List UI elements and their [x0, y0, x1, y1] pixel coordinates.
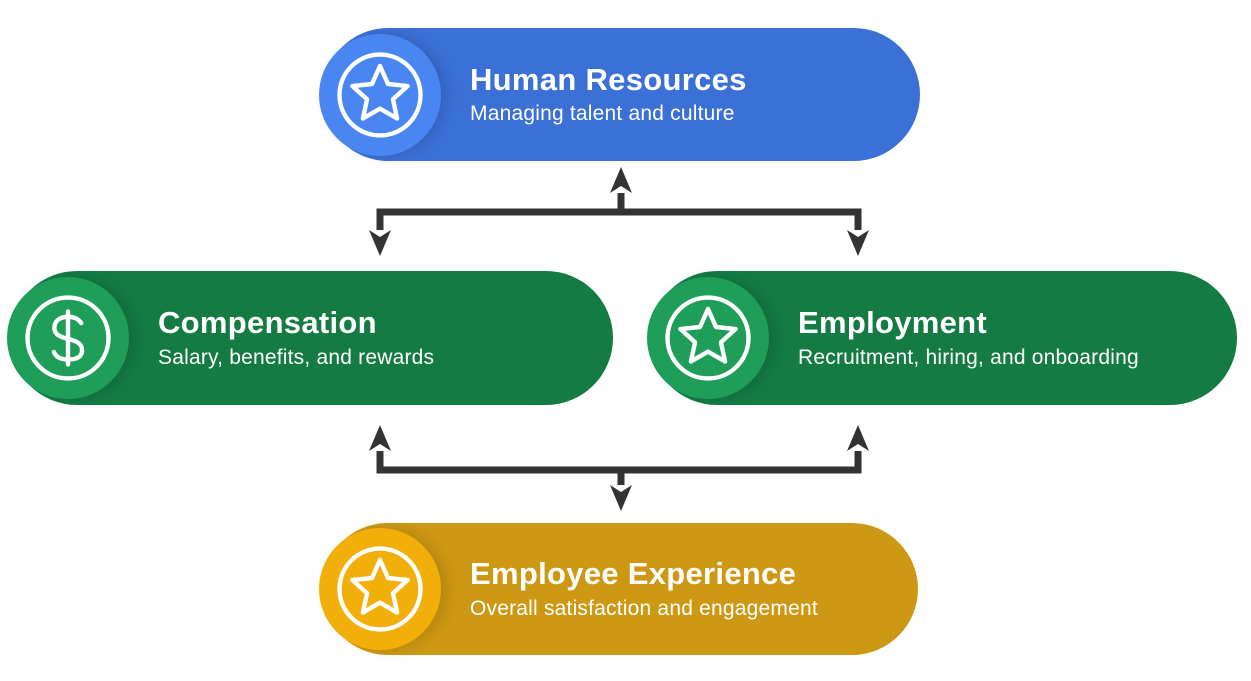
node-badge [647, 277, 769, 399]
node-badge [319, 528, 441, 650]
node-employment: Employment Recruitment, hiring, and onbo… [647, 271, 1237, 405]
star-icon [337, 51, 423, 138]
node-badge [319, 33, 441, 156]
node-human-resources: Human Resources Managing talent and cult… [319, 28, 920, 161]
node-title: Compensation [158, 305, 377, 341]
node-subtitle: Overall satisfaction and engagement [470, 596, 818, 620]
dollar-icon [25, 295, 111, 381]
node-employee-experience: Employee Experience Overall satisfaction… [319, 523, 918, 655]
node-subtitle: Managing talent and culture [470, 102, 735, 126]
node-subtitle: Salary, benefits, and rewards [158, 345, 435, 369]
node-badge [7, 277, 129, 399]
star-icon [337, 546, 423, 632]
node-title: Employment [798, 305, 988, 341]
node-compensation: Compensation Salary, benefits, and rewar… [7, 271, 613, 405]
node-subtitle: Recruitment, hiring, and onboarding [798, 345, 1139, 369]
connector-bottom [369, 425, 869, 511]
connector-top [369, 167, 869, 256]
node-title: Employee Experience [470, 556, 797, 592]
star-icon [665, 295, 751, 381]
node-title: Human Resources [470, 61, 747, 97]
